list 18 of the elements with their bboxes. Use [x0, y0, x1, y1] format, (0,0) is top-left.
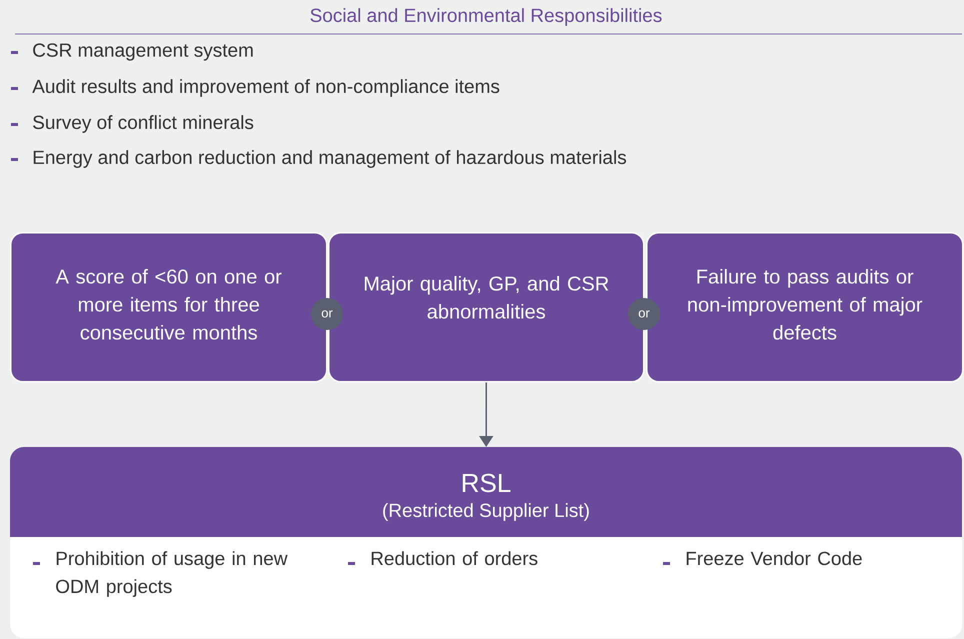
card-heading: RSL	[462, 474, 510, 492]
box-text: Failure to pass audits or non-improvement of major defects	[688, 268, 922, 340]
bullet-text: Reduction of orders	[372, 551, 538, 566]
or-circle	[311, 298, 343, 330]
or-text: or	[638, 310, 650, 318]
box-text: A score of <60 on one or more items for three consecutive months	[56, 268, 282, 340]
bullet-text: Prohibition of usage in new ODM projects	[56, 551, 288, 597]
bullet-text: Survey of conflict minerals	[33, 115, 254, 133]
bullet-text: Energy and carbon reduction and management of hazardous materials	[34, 150, 626, 168]
bullet-text: Freeze Vendor Code	[686, 551, 862, 566]
or-circle	[628, 298, 660, 330]
section-heading: Social and Environmental Responsibilities	[310, 8, 662, 26]
bullet-text: CSR management system	[33, 43, 253, 61]
or-text: or	[322, 310, 333, 318]
bullet-text: Audit results and improvement of non-compliance items	[32, 79, 500, 97]
box-text: Major quality, GP, and CSR abnormalities	[364, 276, 608, 319]
card-subheading: (Restricted Supplier List)	[383, 503, 589, 521]
restricted-list-card	[10, 447, 962, 638]
